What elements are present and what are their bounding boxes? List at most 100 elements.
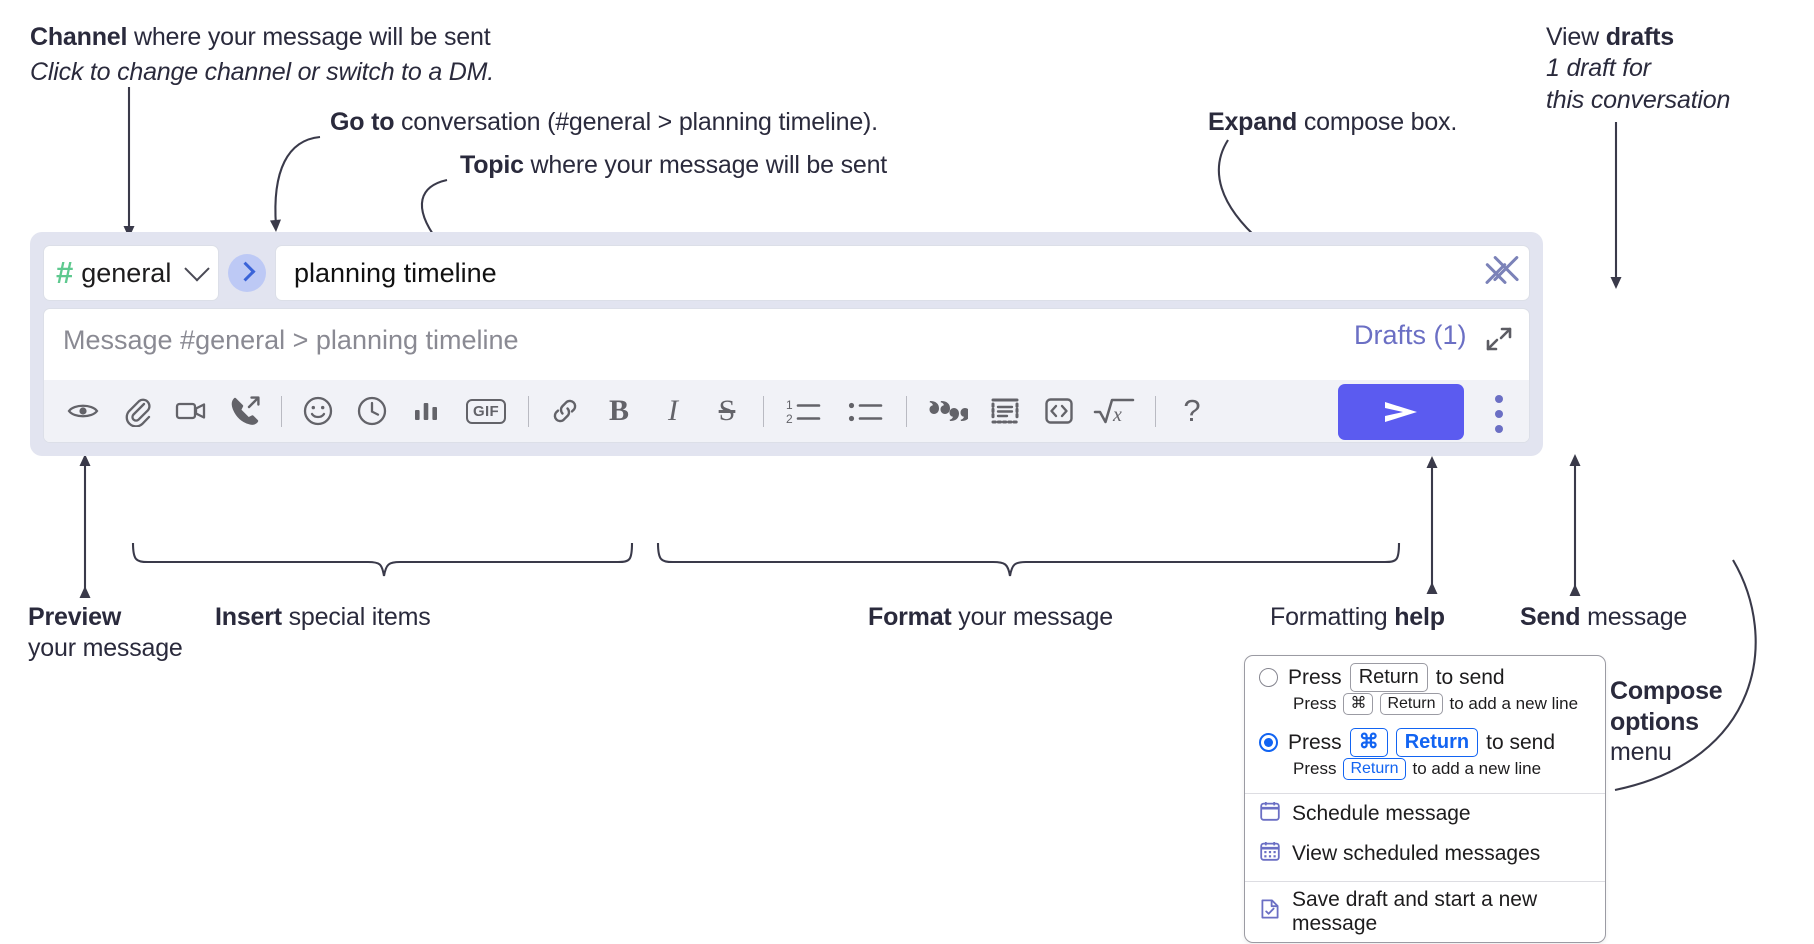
compose-options-menu: Press Return to send Press ⌘ Return to a… (1244, 655, 1606, 943)
radio-return-to-send[interactable] (1259, 668, 1278, 687)
blockquote-icon[interactable] (916, 387, 978, 435)
annotation-send-rest: message (1580, 603, 1688, 631)
menu-item-label: View scheduled messages (1292, 842, 1541, 865)
drafts-link[interactable]: Drafts (1) (1354, 320, 1467, 350)
opt1-sub-key-cmd: ⌘ (1343, 693, 1374, 715)
annotation-drafts-sub1: 1 draft for (1546, 54, 1651, 83)
annotation-format: Format your message (868, 602, 1208, 633)
menu-item-schedule-message[interactable]: Schedule message (1245, 794, 1605, 834)
annotation-preview-bold: Preview (28, 603, 122, 631)
send-option-cmd-return[interactable]: Press ⌘ Return to send (1245, 721, 1605, 758)
annotation-expand: Expand compose box. (1208, 107, 1608, 138)
annotation-drafts: View drafts 1 draft for this conversatio… (1546, 22, 1814, 116)
send-option-cmd-return-sub: Press Return to add a new line (1245, 758, 1605, 786)
annotation-compose-options-bold2: options (1610, 707, 1699, 736)
ordered-list-icon[interactable]: 1 2 (773, 387, 835, 435)
expand-compose-icon[interactable] (1483, 323, 1515, 355)
save-draft-icon (1259, 898, 1281, 926)
opt1-sub-press: Press (1293, 694, 1337, 713)
annotation-preview: Preview your message (28, 602, 258, 665)
go-to-conversation-button[interactable] (228, 254, 266, 292)
compose-right-rail: Drafts (1) (1338, 232, 1543, 456)
opt1-sub-tail: to add a new line (1449, 694, 1579, 713)
hash-icon: # (56, 254, 74, 290)
calendar-grid-icon (1259, 840, 1281, 868)
menu-divider-2 (1245, 881, 1605, 882)
send-option-return-sub: Press ⌘ Return to add a new line (1245, 693, 1605, 721)
annotation-topic-bold: Topic (460, 151, 524, 179)
compose-options-menu-button[interactable] (1486, 392, 1512, 436)
opt1-sub-key-return: Return (1380, 693, 1443, 715)
help-label: ? (1183, 393, 1201, 428)
bold-icon[interactable]: B (592, 387, 646, 435)
svg-text:1: 1 (786, 398, 793, 412)
annotation-drafts-bold: drafts (1605, 23, 1674, 51)
video-camera-icon[interactable] (164, 387, 218, 435)
gif-label: GIF (466, 398, 506, 424)
annotation-goto: Go to conversation (#general > planning … (330, 107, 970, 138)
italic-icon[interactable]: I (646, 387, 700, 435)
radio-cmd-return-to-send[interactable] (1259, 733, 1278, 752)
toolbar-divider-4 (906, 395, 907, 427)
clock-icon[interactable] (345, 387, 399, 435)
menu-item-save-draft[interactable]: Save draft and start a new message (1245, 882, 1605, 942)
chevron-down-icon (184, 256, 210, 282)
bulleted-list-icon[interactable] (835, 387, 897, 435)
annotation-expand-bold: Expand (1208, 108, 1298, 136)
topic-field[interactable]: planning timeline (275, 245, 1530, 301)
send-button[interactable] (1338, 384, 1464, 440)
formatting-toolbar: GIF B I S 1 2 (44, 380, 1529, 442)
opt1-press: Press (1288, 665, 1342, 689)
annotation-channel-rest: where your message will be sent (127, 23, 491, 51)
annotation-drafts-pre: View (1546, 23, 1606, 51)
link-icon[interactable] (538, 387, 592, 435)
opt1-key-return: Return (1349, 663, 1428, 692)
annotation-format-bold: Format (868, 603, 952, 631)
kebab-dot-2 (1495, 410, 1503, 418)
message-input-area[interactable]: Message #general > planning timeline (43, 308, 1530, 443)
annotation-expand-rest: compose box. (1297, 108, 1458, 136)
huddle-phone-icon[interactable] (218, 387, 272, 435)
send-option-return[interactable]: Press Return to send (1245, 656, 1605, 693)
code-icon[interactable] (1032, 387, 1086, 435)
formatting-help-icon[interactable]: ? (1165, 387, 1219, 435)
annotation-compose-options: Compose options menu (1610, 676, 1810, 768)
annotation-topic: Topic where your message will be sent (460, 150, 1100, 181)
toolbar-divider-3 (763, 395, 764, 427)
compose-box: # general planning timeline Message #gen… (30, 232, 1543, 456)
annotation-channel: Channel where your message will be sent … (30, 22, 590, 89)
channel-selector-button[interactable]: # general (43, 245, 219, 301)
code-block-icon[interactable] (978, 387, 1032, 435)
annotation-drafts-sub2: this conversation (1546, 85, 1731, 114)
annotation-preview-sub: your message (28, 634, 183, 663)
close-compose-icon[interactable] (1488, 251, 1524, 287)
strikethrough-icon[interactable]: S (700, 387, 754, 435)
opt2-sub-key-return: Return (1343, 758, 1406, 780)
annotation-send-bold: Send (1520, 603, 1581, 631)
annotation-goto-rest: conversation (#general > planning timeli… (394, 108, 878, 136)
menu-item-view-scheduled-messages[interactable]: View scheduled messages (1245, 834, 1605, 874)
emoji-icon[interactable] (291, 387, 345, 435)
message-placeholder: Message #general > planning timeline (63, 325, 519, 355)
calendar-icon (1259, 800, 1281, 828)
toolbar-divider-5 (1155, 395, 1156, 427)
kebab-dot-1 (1495, 395, 1503, 403)
opt2-tosend: to send (1486, 730, 1556, 754)
gif-icon[interactable]: GIF (453, 387, 519, 435)
opt2-press: Press (1288, 730, 1342, 754)
opt2-key-cmd: ⌘ (1349, 728, 1388, 757)
svg-text:2: 2 (786, 412, 793, 426)
annotation-send: Send message (1520, 602, 1810, 633)
annotation-topic-rest: where your message will be sent (523, 151, 888, 179)
send-arrow-icon (1385, 402, 1417, 422)
strike-label: S (718, 394, 736, 427)
opt2-sub-press: Press (1293, 759, 1337, 778)
menu-item-label: Schedule message (1292, 802, 1471, 825)
compose-header-row: # general planning timeline (43, 245, 1530, 301)
svg-text:x: x (1112, 404, 1122, 426)
eye-icon[interactable] (56, 387, 110, 435)
equation-icon[interactable]: x (1086, 387, 1146, 435)
paperclip-icon[interactable] (110, 387, 164, 435)
opt1-tosend: to send (1435, 665, 1505, 689)
poll-bar-chart-icon[interactable] (399, 387, 453, 435)
